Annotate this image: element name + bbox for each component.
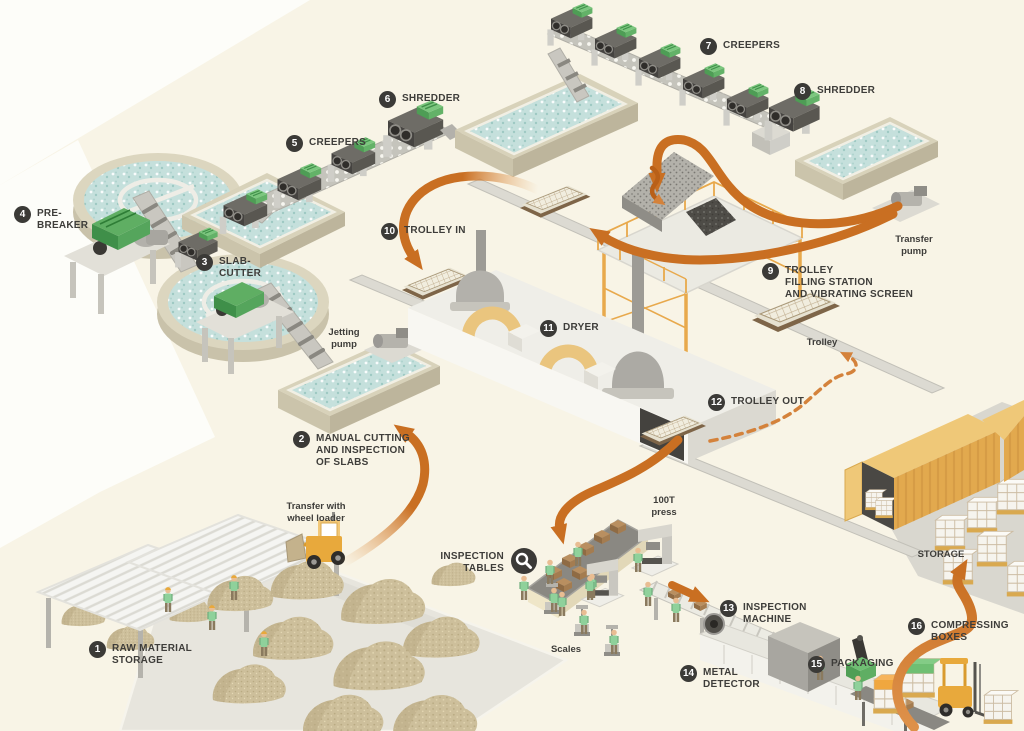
forklift	[938, 658, 1019, 725]
step-text: CREEPERS	[723, 40, 781, 51]
step-badge: 12	[708, 394, 725, 411]
arrow-trolley-in	[399, 171, 543, 271]
step-text: SHREDDER	[402, 93, 461, 104]
arrow-screen-squiggle	[649, 165, 666, 206]
step-text: PRE- BREAKER	[37, 208, 89, 231]
flow-arrows	[337, 135, 977, 731]
step-text: INSPECTION MACHINE	[743, 602, 807, 625]
step-badge: 16	[908, 618, 925, 635]
step-text: DRYER	[563, 322, 599, 333]
label-100t-press: 100T press	[651, 495, 677, 518]
rect-tank-b	[455, 74, 638, 177]
label-inspection-tables: INSPECTION TABLES	[418, 548, 537, 575]
step-badge: 8	[794, 83, 811, 100]
step-label-metal-detector: 14 METAL DETECTOR	[680, 665, 760, 691]
step-badge: 11	[540, 320, 557, 337]
step-badge: 10	[381, 223, 398, 240]
step-badge: 3	[196, 254, 213, 271]
inspection-tables-text: INSPECTION TABLES	[440, 551, 504, 574]
step-label-trolley-out: 12 TROLLEY OUT	[708, 394, 805, 411]
arrow-conveyor-to-machine	[668, 581, 710, 603]
arrow-trolley-return-dashed	[708, 351, 858, 443]
step-label-slab-cutter: 3 SLAB- CUTTER	[196, 254, 262, 280]
arrow-pump-to-station	[589, 209, 898, 265]
step-label-creepers-5: 5 CREEPERS	[286, 135, 367, 152]
rect-tank-c	[795, 117, 938, 200]
arrow-to-storage	[892, 558, 977, 731]
step-badge: 2	[293, 431, 310, 448]
magnifier-icon	[511, 548, 537, 574]
step-label-creepers-7: 7 CREEPERS	[700, 38, 781, 55]
step-text: METAL DETECTOR	[703, 667, 760, 690]
step-badge: 14	[680, 665, 697, 682]
step-text: SLAB- CUTTER	[219, 256, 262, 279]
step-text: TROLLEY OUT	[731, 396, 805, 407]
shipping-container-1	[844, 414, 1000, 530]
step-text: RAW MATERIAL STORAGE	[112, 643, 193, 666]
step-label-packaging: 15 PACKAGING	[808, 656, 894, 673]
step-label-pre-breaker: 4 PRE- BREAKER	[14, 206, 89, 232]
step-badge: 5	[286, 135, 303, 152]
arrow-tank8-to-screen	[648, 135, 903, 229]
step-label-raw-material: 1 RAW MATERIAL STORAGE	[89, 641, 193, 667]
step-text: SHREDDER	[817, 85, 876, 96]
step-text: MANUAL CUTTING AND INSPECTION OF SLABS	[316, 433, 410, 468]
step-badge: 9	[762, 263, 779, 280]
step-text: TROLLEY FILLING STATION AND VIBRATING SC…	[785, 265, 914, 300]
slab-cutter-machine	[196, 282, 294, 374]
step-label-dryer: 11 DRYER	[540, 320, 599, 337]
pre-breaker-machine	[64, 208, 170, 314]
step-label-trolley-in: 10 TROLLEY IN	[381, 223, 466, 240]
dryer-building	[408, 230, 776, 464]
shipping-container-2	[982, 400, 1024, 482]
step-label-manual-cutting: 2 MANUAL CUTTING AND INSPECTION OF SLABS	[293, 431, 410, 469]
step-badge: 7	[700, 38, 717, 55]
step-label-compressing-boxes: 16 COMPRESSING BOXES	[908, 618, 1009, 644]
step-label-shredder-8: 8 SHREDDER	[794, 83, 876, 100]
stair-conveyor-tank-b	[547, 47, 590, 103]
wheel-loader	[285, 512, 345, 569]
label-trolley: Trolley	[806, 337, 838, 348]
step-badge: 4	[14, 206, 31, 223]
step-badge: 1	[89, 641, 106, 658]
label-scales: Scales	[550, 644, 582, 655]
step-text: PACKAGING	[831, 658, 894, 669]
step-text: CREEPERS	[309, 137, 367, 148]
step-badge: 13	[720, 600, 737, 617]
label-storage: STORAGE	[917, 549, 965, 560]
shredder-8	[752, 87, 821, 155]
step-label-filling-station: 9 TROLLEY FILLING STATION AND VIBRATING S…	[762, 263, 914, 301]
label-transfer-pump: Transfer pump	[895, 234, 933, 257]
label-jetting-pump: Jetting pump	[328, 327, 360, 350]
step-text: TROLLEY IN	[404, 225, 466, 236]
label-wheel-loader: Transfer with wheel loader	[286, 501, 346, 524]
step-text: COMPRESSING BOXES	[931, 620, 1009, 643]
step-label-shredder-6: 6 SHREDDER	[379, 91, 461, 108]
arrow-dryer-to-tables	[550, 435, 683, 545]
step-label-inspection-machine: 13 INSPECTION MACHINE	[720, 600, 807, 626]
arrow-manual-cutting	[337, 424, 430, 569]
step-badge: 6	[379, 91, 396, 108]
step-badge: 15	[808, 656, 825, 673]
